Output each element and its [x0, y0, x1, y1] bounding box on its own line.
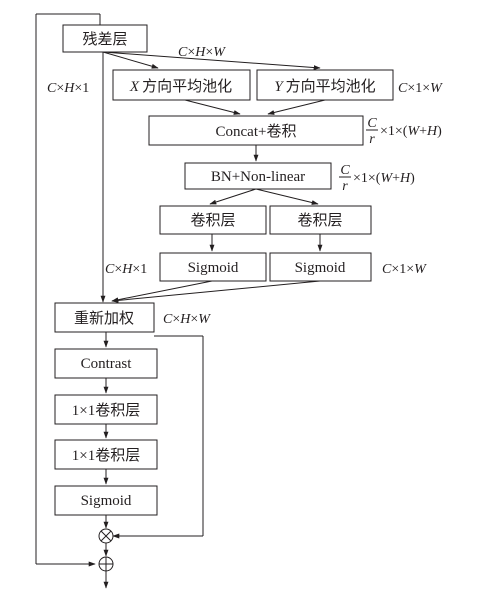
node-sigmoid-left: Sigmoid [159, 252, 267, 282]
connectors [35, 13, 326, 589]
svg-text:C: C [340, 163, 350, 178]
arrow-sigmoid-right-to-reweight [111, 280, 321, 303]
node-conv1x1-b: 1×1卷积层 [54, 439, 158, 470]
dim-top: C×H×W [178, 45, 226, 60]
add-operator [98, 556, 114, 572]
sigmoid-right-label: Sigmoid [295, 260, 346, 276]
x-pool-label: 方向平均池化 [142, 78, 232, 95]
node-contrast: Contrast [54, 348, 158, 379]
node-bn: BN+Non-linear [184, 162, 332, 190]
y-pool-var: Y [274, 79, 284, 95]
concat-label: Concat+卷积 [216, 123, 297, 140]
multiply-operator [98, 528, 114, 544]
node-residual: 残差层 [62, 24, 148, 53]
arrow-res-to-ypool [102, 51, 321, 70]
conv-right-label: 卷积层 [297, 212, 342, 229]
svg-text:r: r [369, 132, 375, 147]
node-conv1x1-a: 1×1卷积层 [54, 394, 158, 425]
conv1x1-a-label: 1×1卷积层 [72, 402, 140, 419]
node-sigmoid-final: Sigmoid [54, 485, 158, 516]
svg-text:r: r [342, 179, 348, 194]
svg-text:C: C [367, 116, 377, 131]
sigmoid-final-label: Sigmoid [81, 493, 132, 509]
dim-sigmoid-left: C×H×1 [105, 262, 147, 277]
arrow-bn-to-conv-right [255, 188, 319, 205]
arrow-sigmoid-left-to-reweight [111, 280, 213, 303]
node-conv-left: 卷积层 [159, 205, 267, 235]
residual-label: 残差层 [82, 31, 127, 48]
bn-label: BN+Non-linear [211, 169, 305, 185]
conv-left-label: 卷积层 [190, 212, 235, 229]
node-concat: Concat+卷积 [148, 115, 364, 146]
reweight-label: 重新加权 [74, 310, 134, 327]
dim-bn: C r ×1×(W+H) [339, 163, 415, 194]
conv1x1-b-label: 1×1卷积层 [72, 447, 140, 464]
dim-reweight: C×H×W [163, 312, 211, 327]
x-pool-var: X [129, 79, 140, 95]
node-conv-right: 卷积层 [269, 205, 372, 235]
dim-right-pool: C×1×W [398, 81, 443, 96]
y-pool-label: 方向平均池化 [286, 78, 376, 95]
svg-text:×1×(W+H): ×1×(W+H) [380, 124, 442, 139]
node-sigmoid-right: Sigmoid [269, 252, 372, 282]
dim-left-pool: C×H×1 [47, 81, 89, 96]
node-reweight: 重新加权 [54, 302, 155, 333]
arrow-res-to-xpool [102, 51, 159, 69]
dim-concat: C r ×1×(W+H) [366, 116, 442, 147]
dim-sigmoid-right: C×1×W [382, 262, 427, 277]
sigmoid-left-label: Sigmoid [188, 260, 239, 276]
svg-text:×1×(W+H): ×1×(W+H) [353, 171, 415, 186]
arrow-ypool-to-concat [267, 99, 326, 115]
arrow-bn-to-conv-left [209, 188, 257, 205]
arrow-xpool-to-concat [184, 99, 241, 115]
contrast-label: Contrast [81, 356, 133, 372]
